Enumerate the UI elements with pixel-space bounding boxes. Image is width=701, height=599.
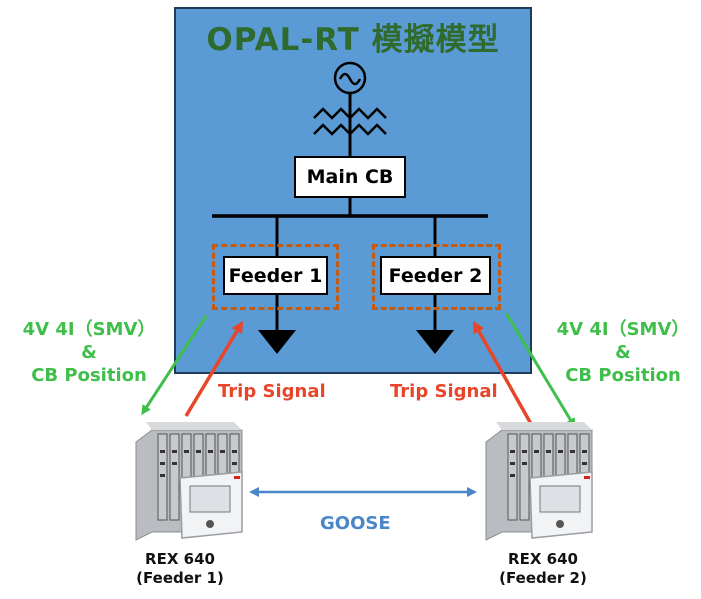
- trip-arrow-right: [473, 320, 537, 432]
- measurement-label-right: 4V 4I（SMV） & CB Position: [548, 318, 698, 387]
- relay-device-icon: [485, 422, 593, 541]
- generator-icon: [333, 61, 367, 156]
- smv-arrow-left: [141, 315, 208, 416]
- measurement-line1: 4V 4I（SMV）: [556, 319, 690, 340]
- diagram-title: OPAL-RT 模擬模型: [206, 22, 500, 58]
- device2-sub: (Feeder 2): [499, 569, 587, 587]
- device1-label: REX 640 (Feeder 1): [120, 550, 240, 588]
- measurement-line2: &: [81, 342, 97, 363]
- feeder1-box: Feeder 1: [223, 256, 328, 295]
- device2-name: REX 640: [508, 550, 578, 568]
- measurement-line1: 4V 4I（SMV）: [22, 319, 156, 340]
- feeder1-dashed-zone: [212, 244, 339, 310]
- feeder2-dashed-zone: [372, 244, 501, 310]
- goose-label: GOOSE: [320, 513, 391, 534]
- measurement-line2: &: [615, 342, 631, 363]
- trip-signal-label-right: Trip Signal: [390, 381, 498, 402]
- main-cb-box: Main CB: [294, 156, 406, 198]
- feeder2-box: Feeder 2: [380, 256, 491, 295]
- measurement-line3: CB Position: [31, 365, 147, 386]
- load-icon: [258, 330, 296, 354]
- measurement-label-left: 4V 4I（SMV） & CB Position: [4, 318, 174, 387]
- trip-signal-label-left: Trip Signal: [218, 381, 326, 402]
- smv-arrow-right: [504, 312, 576, 429]
- relay-device-icon: [135, 422, 243, 541]
- device2-label: REX 640 (Feeder 2): [483, 550, 603, 588]
- trip-arrow-left: [184, 320, 244, 417]
- measurement-line3: CB Position: [565, 365, 681, 386]
- device1-sub: (Feeder 1): [136, 569, 224, 587]
- device1-name: REX 640: [145, 550, 215, 568]
- transformer-icon: [313, 107, 387, 136]
- load-icon: [416, 330, 454, 354]
